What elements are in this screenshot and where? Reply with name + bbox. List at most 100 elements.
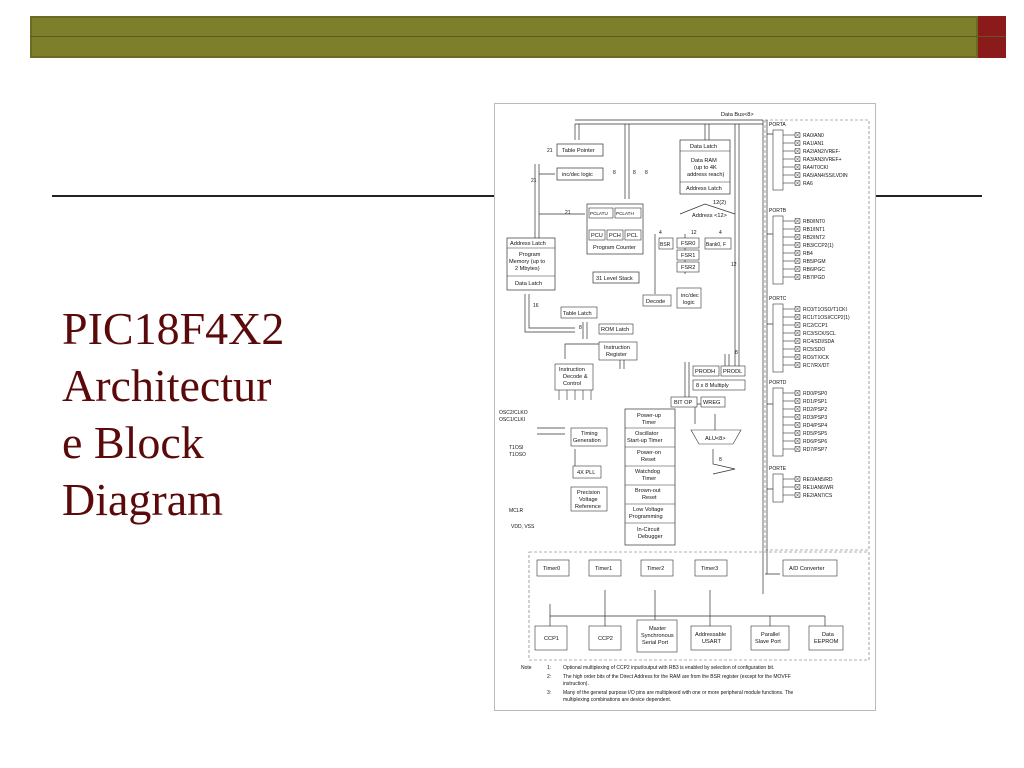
pin-label: RB1/INT1 — [803, 227, 825, 233]
pin-label: RA2/AN2/VREF- — [803, 149, 841, 155]
pin-label: RD1/PSP1 — [803, 399, 827, 405]
pin-label: RA5/AN4/SS/LVDIN — [803, 173, 848, 179]
pin-pad-icon — [794, 226, 801, 232]
bus-width-label: 8 — [645, 170, 648, 176]
pin-label: RD7/PSP7 — [803, 447, 827, 453]
port-latch — [772, 473, 784, 503]
power-block: Watchdog Timer — [635, 469, 660, 482]
pin-label: RE0/AN5/RD — [803, 477, 833, 483]
pin-label: RD2/PSP2 — [803, 407, 827, 413]
twelve-bit-label: 12(2) — [713, 200, 726, 206]
ir-line: Register — [606, 352, 627, 358]
pin-pad-icon — [794, 362, 801, 368]
pin-pad-icon — [794, 422, 801, 428]
block-diagram: Data Bus<8> Table Pointer inc/dec logic … — [494, 103, 876, 711]
power-block: Low Voltage Programming — [629, 507, 663, 520]
peripheral-label: Parallel — [761, 632, 780, 638]
pin-label: RC6/TX/CK — [803, 355, 830, 361]
address-latch-label: Address Latch — [510, 241, 546, 247]
decode-label: Decode — [646, 299, 665, 305]
pin-label: RB7/PGD — [803, 275, 825, 281]
power-block: In-Circuit Debugger — [637, 527, 663, 540]
pin-pad-icon — [794, 306, 801, 312]
peripheral-label: Addressable — [695, 632, 726, 638]
bus-width-label: 8 — [719, 457, 722, 463]
data-bus-line — [575, 119, 763, 125]
note-label: Note — [521, 665, 532, 671]
program-memory-line: Memory (up to — [509, 259, 545, 265]
pin-label: RC2/CCP1 — [803, 323, 828, 329]
program-counter-block: PCLATU PCLATH PCU PCH PCL Program Counte… — [586, 203, 644, 255]
timer-label: Timer3 — [701, 566, 718, 572]
pin-pad-icon — [794, 148, 801, 154]
title-line: PIC18F4X2 — [62, 303, 285, 354]
multiply-label: 8 x 8 Multiply — [696, 383, 729, 389]
accent-block — [978, 16, 1006, 58]
program-memory-line: 2 Mbytes) — [515, 266, 540, 272]
timer-label: Timer2 — [647, 566, 664, 572]
pin-pad-icon — [794, 406, 801, 412]
porta-label: PORTA — [769, 122, 786, 128]
pin-label: RC5/SDO — [803, 347, 825, 353]
svg-text:Power-up: Power-up — [637, 413, 661, 419]
peripheral-label: Synchronous — [641, 633, 674, 639]
pin-pad-icon — [794, 414, 801, 420]
title-line: Diagram — [62, 474, 223, 525]
svg-text:Timer: Timer — [642, 476, 656, 482]
stack-label: 31 Level Stack — [596, 276, 633, 282]
pin-label: RC0/T1OSO/T1CKI — [803, 307, 847, 313]
pclatu-label: PCLATU — [590, 211, 608, 216]
bsr-label: BSR — [660, 242, 671, 248]
bar-line — [30, 36, 1006, 37]
pin-pad-icon — [794, 218, 801, 224]
porte-label: PORTE — [769, 466, 787, 472]
pin-pad-icon — [794, 172, 801, 178]
pin-pad-icon — [794, 346, 801, 352]
svg-text:In-Circuit: In-Circuit — [637, 527, 660, 533]
svg-text:Timer: Timer — [642, 420, 656, 426]
pin-pad-icon — [794, 354, 801, 360]
decode-line: Instruction — [559, 367, 585, 373]
fsr2-label: FSR2 — [681, 265, 695, 271]
power-block: Power-up Timer — [637, 413, 661, 426]
t1osc-pin-label: T1OSO — [509, 452, 526, 458]
pin-label: RA4/T0CKI — [803, 165, 828, 171]
fsr-block: BSR FSR0 FSR1 FSR2 Bank0, F inc/dec logi… — [642, 237, 732, 309]
pin-pad-icon — [794, 484, 801, 490]
peripheral-label: Slave Port — [755, 639, 781, 645]
svg-text:Brown-out: Brown-out — [635, 488, 661, 494]
pin-label: RA1/AN1 — [803, 141, 824, 147]
note-text: instruction). — [563, 681, 589, 687]
bus-width-label: 8 — [613, 170, 616, 176]
pin-pad-icon — [794, 132, 801, 138]
table-latch-block: Table Latch — [560, 306, 598, 319]
pin-label: RD5/PSP5 — [803, 431, 827, 437]
pclath-label: PCLATH — [616, 211, 634, 216]
pin-pad-icon — [794, 164, 801, 170]
timer-blocks: Timer0 Timer1 Timer2 Timer3 — [536, 559, 728, 577]
pin-label: RE2/AN7/CS — [803, 493, 833, 499]
power-block: Power-on Reset — [637, 450, 661, 463]
bitop-label: BIT OP — [674, 400, 693, 406]
table-pointer-block: Table Pointer inc/dec logic — [556, 143, 604, 181]
pin-pad-icon — [794, 476, 801, 482]
pin-label: RB5/PGM — [803, 259, 826, 265]
data-ram-block: Data Latch Data RAM (up to 4K address re… — [679, 139, 731, 195]
title-line: e Block — [62, 417, 204, 468]
pin-pad-icon — [794, 446, 801, 452]
svg-text:Low Voltage: Low Voltage — [633, 507, 663, 513]
pin-pad-icon — [794, 250, 801, 256]
pin-label: RB6/PGC — [803, 267, 825, 273]
peripheral-label: CCP2 — [598, 636, 613, 642]
svg-text:Start-up Timer: Start-up Timer — [627, 438, 663, 444]
pvr-line: Voltage — [579, 497, 598, 503]
portd-label: PORTD — [769, 380, 787, 386]
t1osc-pin-label: T1OSI — [509, 445, 523, 451]
note-text: Many of the general purpose I/O pins are… — [563, 690, 794, 696]
pin-label: RB3/CCP2(1) — [803, 243, 834, 249]
multiply-block: PRODH PRODL 8 x 8 Multiply BIT OP WREG A… — [670, 365, 746, 445]
slide-title: PIC18F4X2 Architectur e Block Diagram — [62, 300, 382, 528]
bus-width-label: 12 — [691, 230, 697, 236]
inc-dec-logic-label: inc/dec logic — [562, 172, 593, 178]
olive-bar — [30, 16, 978, 58]
